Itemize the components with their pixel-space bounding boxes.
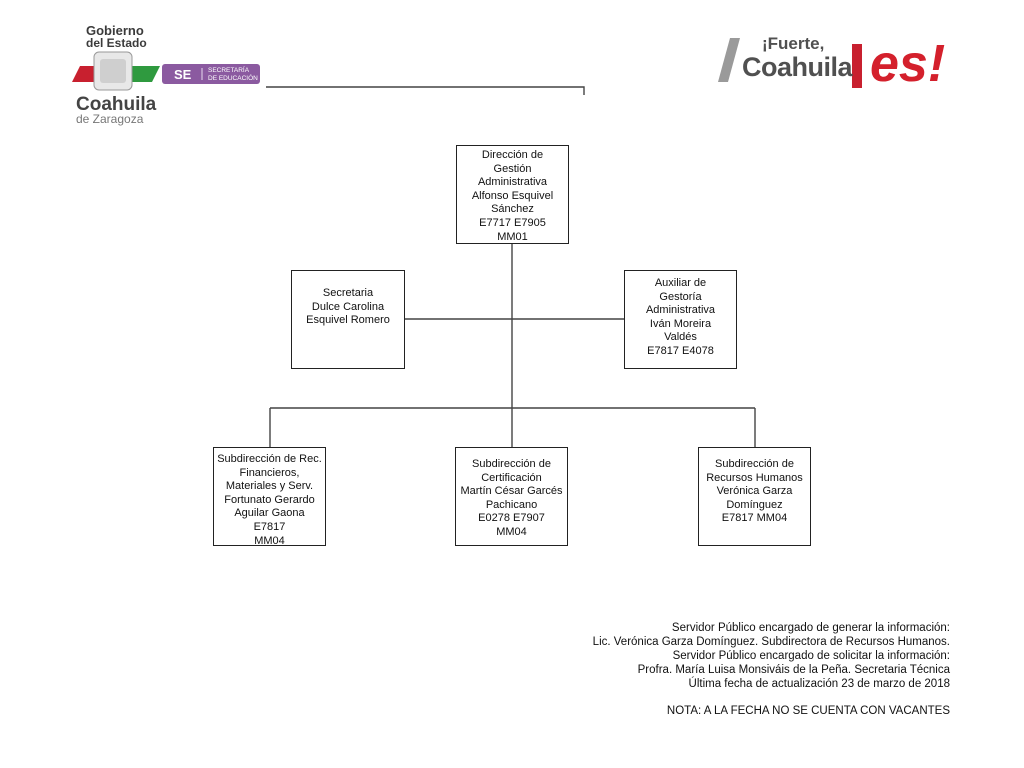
subdir-financial-line: Subdirección de Rec. (217, 453, 322, 465)
director-box: Dirección de Gestión Administrativa Alfo… (456, 145, 569, 244)
subdir-financial-line: MM04 (254, 534, 285, 547)
state-name: Coahuila (76, 94, 157, 115)
secretary-box: Secretaria Dulce Carolina Esquivel Romer… (291, 270, 405, 369)
footer-info: Servidor Público encargado de generar la… (593, 622, 950, 718)
director-line: Alfonso Esquivel (471, 189, 554, 202)
director-line: Dirección de (481, 149, 544, 161)
footer-line: Última fecha de actualización 23 de marz… (688, 677, 950, 690)
subdir-certification-box: Subdirección de Certificación Martín Cés… (455, 447, 568, 546)
subdir-financial-box: Subdirección de Rec. Financieros, Materi… (213, 447, 326, 547)
footer-line: Servidor Público encargado de generar la… (671, 622, 950, 634)
subdir-certification-line: Martín César Garcés (460, 485, 563, 498)
brand-top-text: ¡Fuerte, (762, 34, 825, 53)
footer-line: Profra. María Luisa Monsiváis de la Peña… (637, 663, 950, 676)
fuerte-coahuila-logo: ¡Fuerte, Coahuila es! (718, 30, 968, 106)
subdir-financial-line: Financieros, (239, 466, 300, 479)
director-line: E7717 E7905 (479, 216, 546, 229)
secretary-line: Secretaria (322, 287, 374, 299)
se-label: SE (174, 67, 192, 82)
brand-name-text: Coahuila (742, 52, 853, 82)
secretaria-line-2: DE EDUCACIÓN (208, 75, 258, 82)
subdir-financial-line: E7817 (253, 520, 286, 533)
director-line: Gestión (493, 162, 532, 175)
subdir-certification-line: Pachicano (485, 498, 538, 511)
subdir-certification-line: Certificación (481, 471, 542, 484)
header-rule-line (266, 86, 585, 95)
del-estado-label: del Estado (86, 36, 147, 50)
subdir-certification-line: E0278 E7907 (478, 512, 545, 525)
subdir-hr-line: Recursos Humanos (706, 471, 803, 484)
coat-of-arms-icon (72, 51, 260, 91)
gobierno-label: Gobierno (86, 23, 144, 38)
subdir-hr-line: Subdirección de (715, 458, 794, 470)
director-line: MM01 (497, 230, 528, 243)
subdir-hr-line: E7817 MM04 (721, 512, 788, 525)
state-government-logo: Gobierno del Estado SE SECRETARÍA DE EDU… (62, 18, 262, 128)
subdir-financial-line: Materiales y Serv. (225, 480, 314, 493)
vacancy-note: NOTA: A LA FECHA NO SE CUENTA CON VACANT… (666, 704, 950, 717)
brand-es-text: es! (870, 35, 946, 93)
assistant-box: Auxiliar de Gestoría Administrativa Iván… (624, 270, 737, 369)
subdir-certification-line: MM04 (496, 525, 527, 538)
footer-line: Lic. Verónica Garza Domínguez. Subdirect… (592, 635, 950, 648)
assistant-line: Iván Moreira (649, 317, 712, 330)
assistant-line: E7817 E4078 (647, 344, 714, 357)
state-suffix: de Zaragoza (76, 112, 144, 126)
subdir-financial-line: Aguilar Gaona (234, 507, 305, 520)
subdir-hr-line: Verónica Garza (716, 485, 793, 498)
assistant-line: Valdés (664, 331, 697, 344)
subdir-hr-box: Subdirección de Recursos Humanos Verónic… (698, 447, 811, 546)
secretary-line: Esquivel Romero (306, 314, 390, 327)
subdir-hr-line: Domínguez (726, 498, 783, 511)
subdir-certification-line: Subdirección de (472, 458, 551, 470)
subdir-financial-line: Fortunato Gerardo (224, 493, 315, 506)
assistant-line: Gestoría (659, 290, 702, 303)
secretaria-line-1: SECRETARÍA (208, 67, 250, 74)
footer-line: Servidor Público encargado de solicitar … (672, 649, 950, 662)
director-line: Administrativa (477, 176, 548, 189)
secretary-line: Dulce Carolina (311, 300, 385, 313)
brand-slash-icon (718, 38, 862, 88)
assistant-line: Auxiliar de (654, 277, 707, 289)
assistant-line: Administrativa (645, 304, 716, 317)
director-line: Sánchez (491, 203, 534, 216)
